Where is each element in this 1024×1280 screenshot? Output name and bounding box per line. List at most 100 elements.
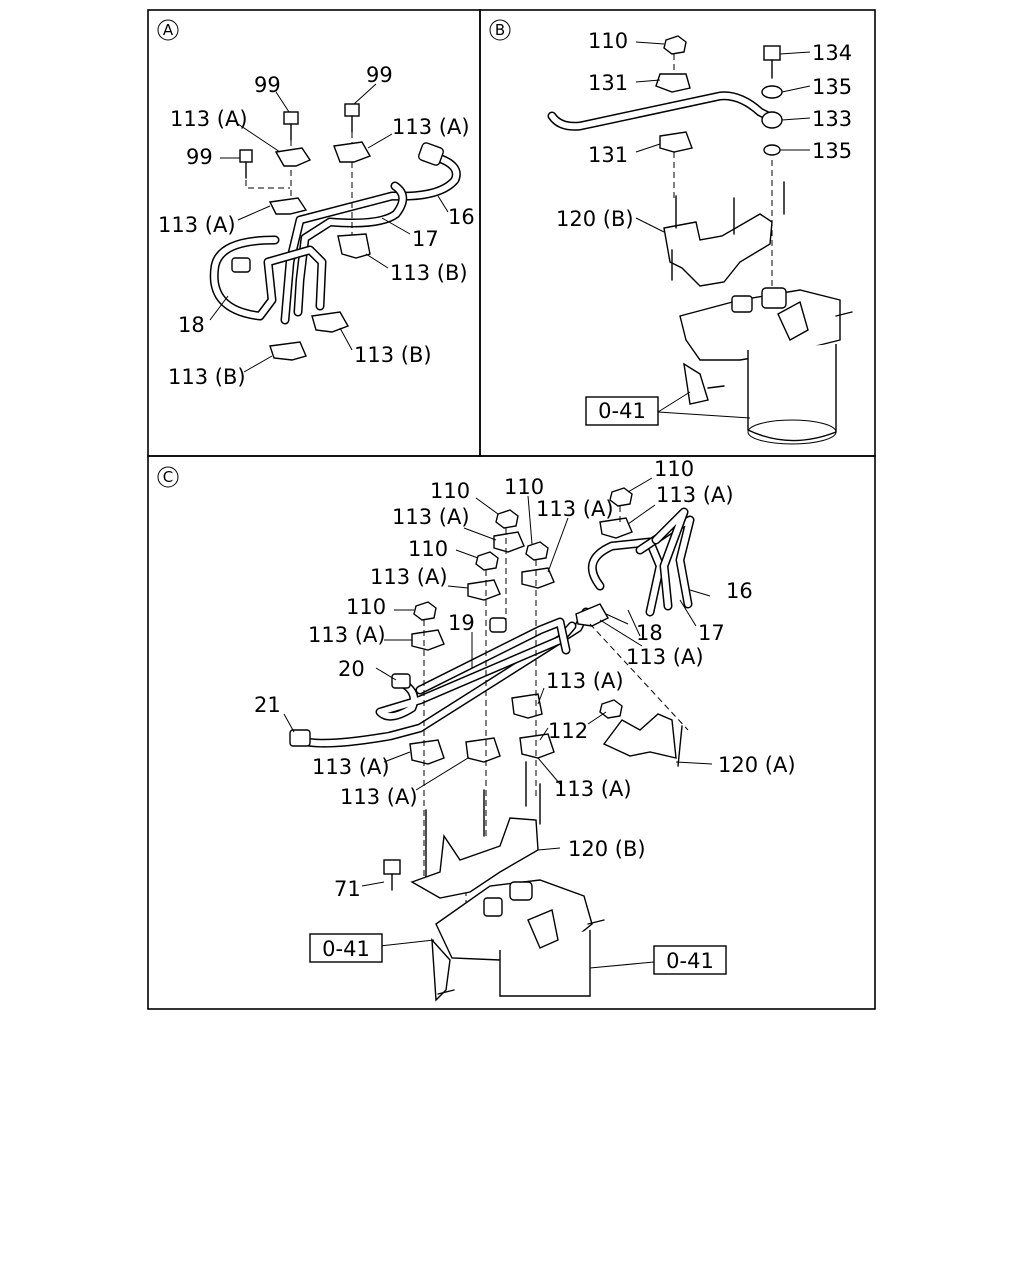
label-a-113a-upper-left: 113 (A): [170, 107, 248, 131]
clamp-c-top-right: [599, 517, 633, 539]
label-a-113b-lower-right: 113 (B): [390, 261, 468, 285]
label-c-113a-1: 113 (A): [392, 505, 470, 529]
panel-c-frame: [147, 455, 876, 1010]
label-c-110-c: 110: [408, 537, 448, 561]
label-c-120a: 120 (A): [718, 753, 796, 777]
panel-a-tag: A: [157, 19, 179, 41]
nut-110-top-right: [609, 487, 633, 507]
label-c-21: 21: [254, 693, 281, 717]
label-a-113a-upper-right: 113 (A): [392, 115, 470, 139]
label-b-135-bottom: 135: [812, 139, 852, 163]
bolt-134: [763, 45, 781, 79]
label-c-16: 16: [726, 579, 753, 603]
label-c-18: 18: [636, 621, 663, 645]
leaders-b: [635, 41, 811, 419]
label-b-131-bottom: 131: [588, 143, 628, 167]
label-c-113a-4: 113 (A): [308, 623, 386, 647]
label-a-17: 17: [412, 227, 439, 251]
panel-a-tag-text: A: [163, 21, 174, 39]
bracket-120a-c: [602, 713, 677, 759]
washer-135-bottom: [763, 144, 781, 156]
clamp-c-mid-right: [575, 603, 609, 627]
label-c-113a-bottom-mid: 113 (A): [340, 785, 418, 809]
label-c-112: 112: [548, 719, 588, 743]
label-b-134: 134: [812, 41, 852, 65]
pipe-assembly-c: [289, 507, 695, 748]
panel-b-tag: B: [489, 19, 511, 41]
clamp-c-a1: [493, 531, 525, 553]
nut-110-a: [495, 509, 519, 529]
nut-110-d: [413, 601, 437, 621]
clamp-113b-bottom-left: [269, 341, 307, 361]
label-a-113a-mid-left: 113 (A): [158, 213, 236, 237]
fuel-filter-c: [431, 879, 605, 1002]
label-c-110-a: 110: [430, 479, 470, 503]
label-c-041-left: 0-41: [322, 937, 370, 961]
clamp-c-a4: [411, 629, 445, 651]
label-c-113a-2: 113 (A): [536, 497, 614, 521]
clamp-c-a2: [521, 567, 555, 589]
nut-112: [599, 699, 623, 719]
studs-c: [425, 725, 683, 881]
label-b-110: 110: [588, 29, 628, 53]
pipe-assembly-a: [209, 142, 461, 325]
fuel-filter-b: [679, 287, 853, 445]
label-c-113a-bottom-right: 113 (A): [554, 777, 632, 801]
label-c-113a-bottom-left: 113 (A): [312, 755, 390, 779]
label-c-113a-top-right: 113 (A): [656, 483, 734, 507]
bolt-71: [383, 859, 401, 891]
clamp-131-top: [655, 73, 691, 93]
bracket-120b: [663, 213, 773, 287]
label-a-99-top-right: 99: [366, 63, 393, 87]
label-c-110-b: 110: [504, 475, 544, 499]
leaders-a: [209, 83, 449, 373]
panel-c-tag-text: C: [163, 468, 173, 486]
label-c-17: 17: [698, 621, 725, 645]
clamp-c-bottom-mid: [465, 737, 501, 763]
bolt-99-left: [239, 149, 290, 189]
label-b-133: 133: [812, 107, 852, 131]
panel-a: A: [157, 19, 475, 389]
clamp-113b-lower-right: [337, 233, 371, 259]
clamp-c-mid-lower: [511, 693, 543, 719]
panel-c-tag: C: [157, 466, 179, 488]
label-b-135-top: 135: [812, 75, 852, 99]
label-b-120b: 120 (B): [556, 207, 634, 231]
nut-110-b: [663, 35, 687, 76]
panel-b-tag-text: B: [495, 21, 505, 39]
label-c-19: 19: [448, 611, 475, 635]
panel-b: B: [489, 19, 853, 445]
ref-box-c-left: [309, 933, 383, 963]
label-b-041: 0-41: [598, 399, 646, 423]
label-a-18: 18: [178, 313, 205, 337]
ref-box-b: [585, 396, 659, 426]
clamp-113a-upper-left: [274, 147, 312, 167]
label-a-113b-bottom-left: 113 (B): [168, 365, 246, 389]
label-c-110-top-right: 110: [654, 457, 694, 481]
clamp-113b-bottom-right: [311, 311, 350, 333]
spacer-133: [761, 111, 783, 129]
nut-110-b: [525, 541, 549, 561]
nut-110-c: [475, 551, 499, 571]
clamp-113a-mid-left: [268, 197, 308, 215]
label-b-131-top: 131: [588, 71, 628, 95]
label-a-113b-bottom-right: 113 (B): [354, 343, 432, 367]
label-a-16: 16: [448, 205, 475, 229]
label-a-99-left: 99: [186, 145, 213, 169]
label-c-041-right: 0-41: [666, 949, 714, 973]
label-c-20: 20: [338, 657, 365, 681]
label-c-113a-3: 113 (A): [370, 565, 448, 589]
clamp-113a-upper-right: [333, 141, 372, 163]
bracket-120b-c: [410, 817, 539, 899]
clamp-c-bottom-left: [409, 739, 445, 765]
label-c-113a-mid-right: 113 (A): [626, 645, 704, 669]
label-c-120b: 120 (B): [568, 837, 646, 861]
label-c-110-d: 110: [346, 595, 386, 619]
clamp-131-bottom: [659, 131, 693, 153]
label-c-71: 71: [334, 877, 361, 901]
washer-135-top: [761, 85, 783, 99]
leaders-c: [283, 477, 713, 969]
clamp-c-a3: [467, 579, 501, 601]
panel-c: C: [157, 457, 796, 1002]
